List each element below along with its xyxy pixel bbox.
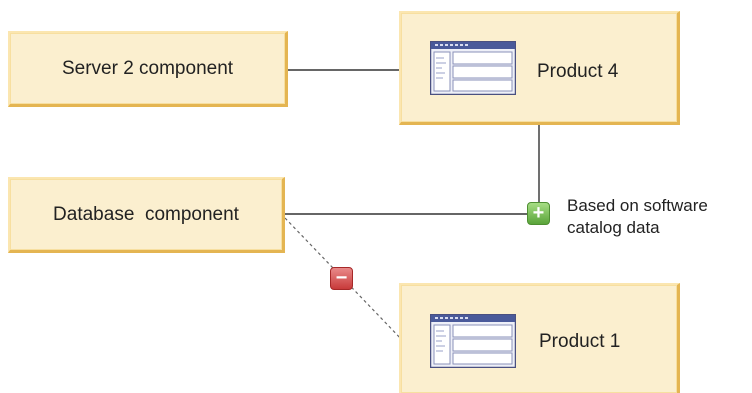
product4-box[interactable]: Product 4 xyxy=(399,11,680,125)
server2-component-label: Server 2 component xyxy=(61,57,234,79)
database-component-label: Database component xyxy=(53,203,239,225)
application-window-icon xyxy=(430,314,516,368)
database-component-box[interactable]: Database component xyxy=(8,177,285,253)
plus-badge-icon[interactable]: + xyxy=(527,202,550,225)
product1-box[interactable]: Product 1 xyxy=(399,283,680,393)
product4-label: Product 4 xyxy=(537,61,619,82)
application-window-icon xyxy=(430,41,516,95)
connector-note-line-2: catalog data xyxy=(567,218,660,237)
connector-note: Based on software catalog data xyxy=(567,195,752,239)
server2-component-box[interactable]: Server 2 component xyxy=(8,31,288,107)
product1-label: Product 1 xyxy=(539,331,621,352)
minus-badge-icon[interactable]: − xyxy=(330,267,353,290)
connector-note-line-1: Based on software xyxy=(567,196,708,215)
